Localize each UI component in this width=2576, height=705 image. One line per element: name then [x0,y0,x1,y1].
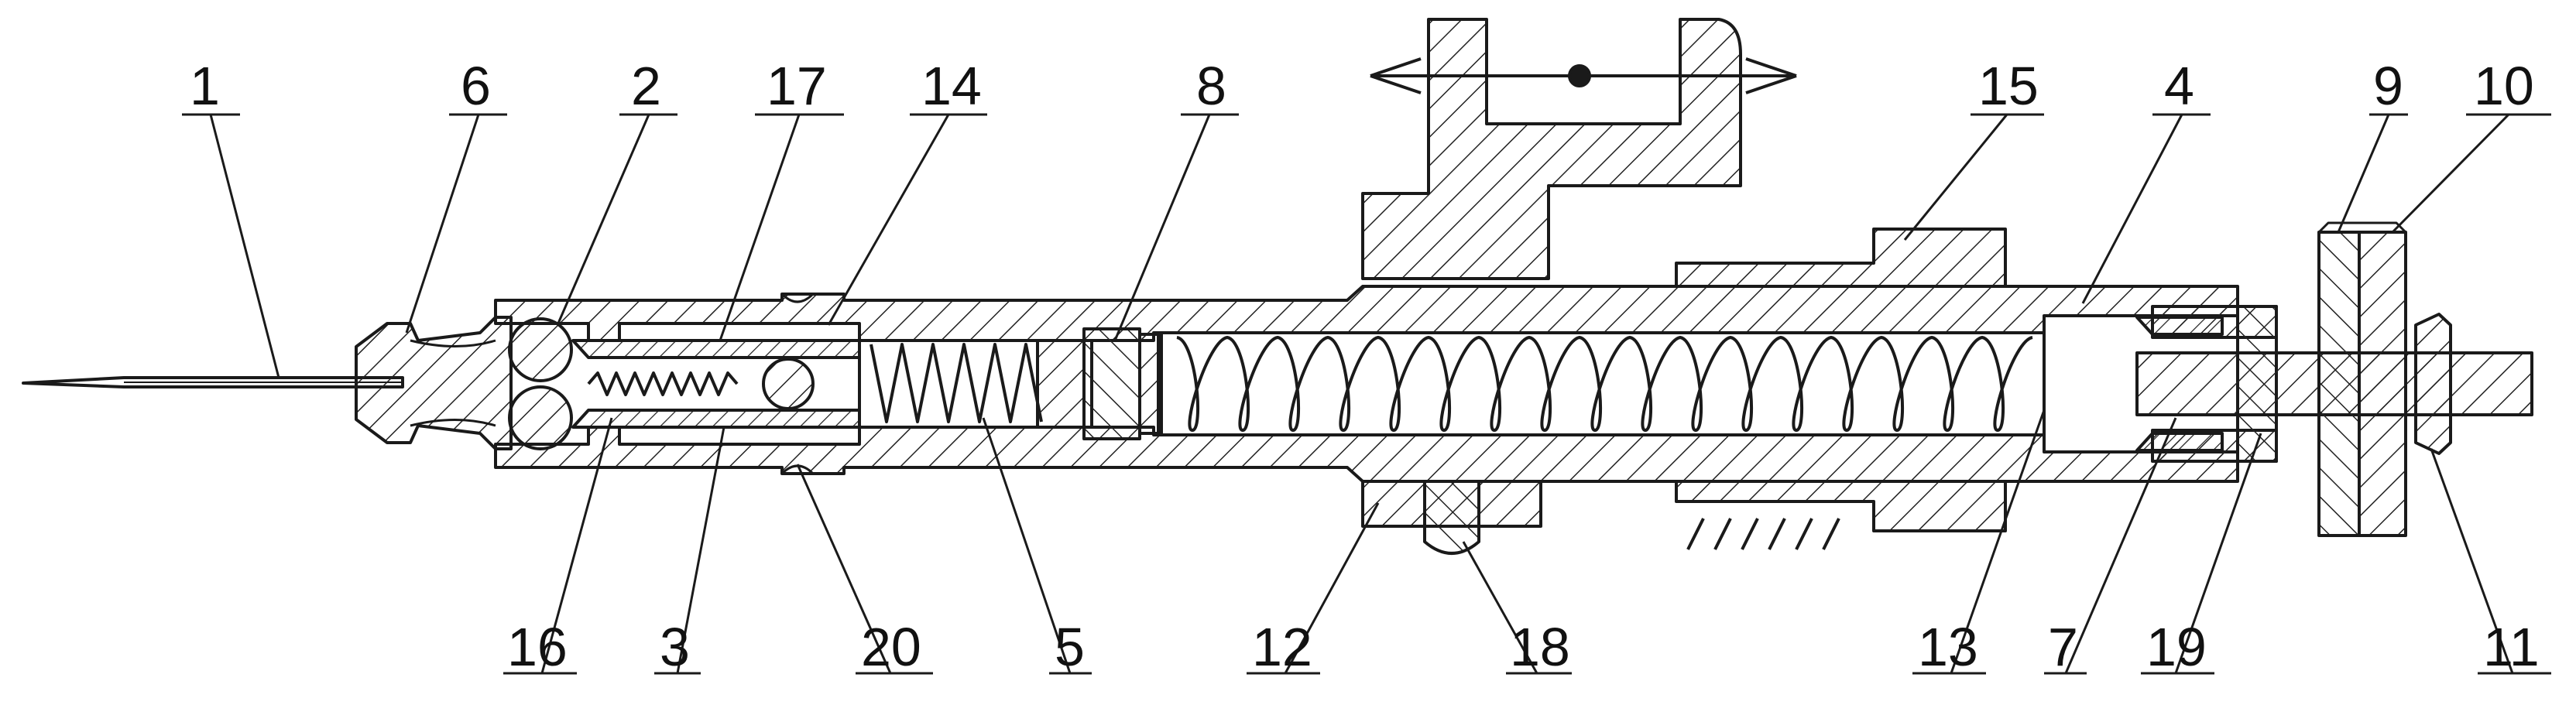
label-4: 4 [2164,56,2194,116]
clamp-lower [1675,480,2007,532]
label-2: 2 [631,56,661,116]
ground-hatch [1686,518,1840,550]
main-spring-13 [1176,336,2033,432]
label-20: 20 [861,617,921,677]
label-1: 1 [190,56,220,116]
nose-cap [355,316,513,450]
label-3: 3 [660,617,690,677]
part-labels: 1 6 2 17 14 8 15 4 9 10 16 3 20 5 12 18 … [190,56,2540,677]
small-ball [762,358,815,410]
small-spring [587,371,739,396]
ball-lower [508,385,573,450]
label-7: 7 [2048,617,2078,677]
label-9: 9 [2373,56,2403,116]
label-12: 12 [1252,617,1312,677]
label-6: 6 [461,56,491,116]
label-15: 15 [1978,56,2039,116]
nut-7 [2135,316,2224,452]
bracket [1361,18,1742,280]
label-17: 17 [767,56,827,116]
screw-18 [1423,480,1480,555]
inner-sleeve-lower [571,409,861,429]
ball-upper [508,317,573,382]
piston-8 [1082,327,1141,440]
label-18: 18 [1510,617,1570,677]
spring-5 [870,343,1043,423]
label-11: 11 [2483,617,2540,677]
inner-sleeve-upper [571,339,861,359]
washer-10 [2358,231,2407,537]
label-16: 16 [507,617,568,677]
clamp-15 [1675,228,2007,288]
label-14: 14 [921,56,982,116]
washer-9 [2317,231,2361,537]
label-8: 8 [1196,56,1226,116]
label-13: 13 [1918,617,1978,677]
label-19: 19 [2146,617,2207,677]
label-5: 5 [1055,617,1085,677]
label-10: 10 [2474,56,2534,116]
leader-lines [182,113,2551,675]
nut-11 [2414,313,2452,455]
